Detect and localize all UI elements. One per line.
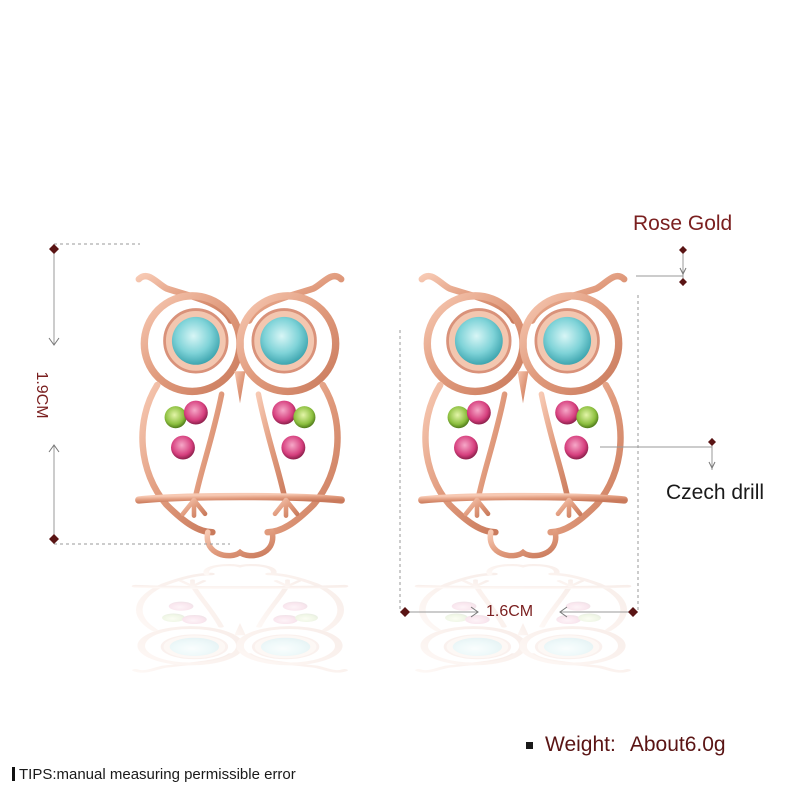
tips-bar-icon xyxy=(12,767,15,781)
tips-text: TIPS:manual measuring permissible error xyxy=(19,766,296,783)
height-dimension-lines xyxy=(53,243,230,545)
left-owl-earring xyxy=(139,276,341,556)
weight-value: About6.0g xyxy=(629,733,726,756)
tips-note: TIPS:manual measuring permissible error xyxy=(12,766,296,783)
left-earring-reflection xyxy=(136,565,345,671)
width-dimension-lines xyxy=(399,295,639,613)
material-callout xyxy=(636,246,687,286)
height-dimension-arrows xyxy=(48,337,60,453)
stone-callout xyxy=(600,438,716,470)
width-label: 1.6CM xyxy=(486,603,534,620)
weight-spec: Weight: About6.0g xyxy=(526,733,726,757)
bullet-icon xyxy=(526,741,533,749)
width-dimension-arrows xyxy=(470,606,568,618)
weight-label: Weight: xyxy=(545,733,616,756)
height-label: 1.9CM xyxy=(33,371,50,419)
right-owl-earring xyxy=(422,276,624,556)
material-label: Rose Gold xyxy=(633,212,733,235)
stone-label: Czech drill xyxy=(666,481,765,504)
